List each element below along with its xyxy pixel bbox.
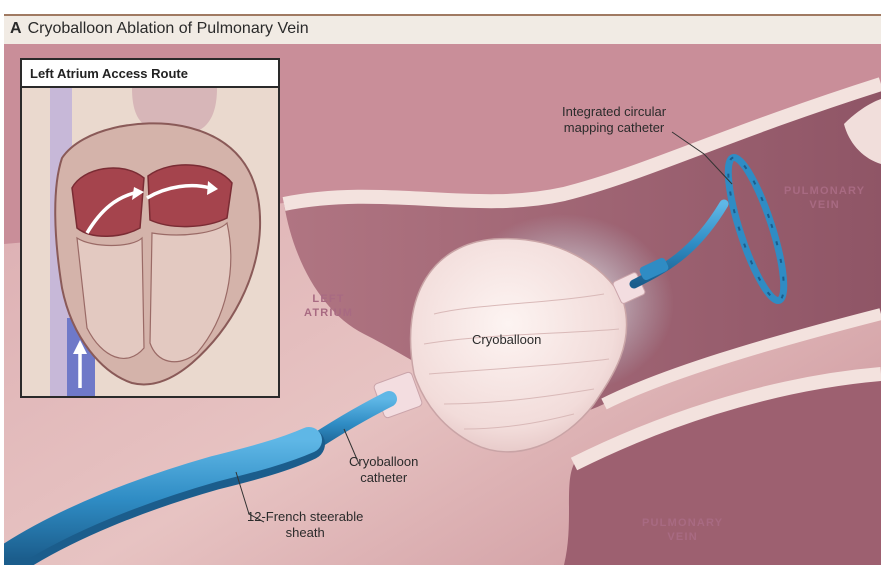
mapping-catheter-line-1: Integrated circular <box>562 104 666 120</box>
inset-title-box: Left Atrium Access Route <box>22 60 278 88</box>
sheath-line-1: 12-French steerable <box>247 509 363 525</box>
left-atrium-line-2: ATRIUM <box>304 306 353 320</box>
panel-letter: A <box>10 20 22 37</box>
pulmonary-vein-upper-label: PULMONARY VEIN <box>784 184 865 212</box>
left-atrium-region-label: LEFT ATRIUM <box>304 292 353 320</box>
sheath-line-2: sheath <box>247 525 363 541</box>
pulmonary-vein-upper-line-2: VEIN <box>784 198 865 212</box>
right-atrium <box>72 168 144 236</box>
access-route-inset: Left Atrium Access Route <box>20 58 280 398</box>
cryoballoon-catheter-label: Cryoballoon catheter <box>349 454 418 486</box>
heart-diagram <box>22 88 278 396</box>
pulmonary-vein-upper-line-1: PULMONARY <box>784 184 865 198</box>
left-atrium <box>148 165 232 227</box>
pulmonary-vein-lower-line-2: VEIN <box>642 530 723 544</box>
cryoballoon-label: Cryoballoon <box>472 332 541 348</box>
mapping-catheter-label: Integrated circular mapping catheter <box>562 104 666 136</box>
cryoballoon-catheter-line-1: Cryoballoon <box>349 454 418 470</box>
pulmonary-vein-lower-label: PULMONARY VEIN <box>642 516 723 544</box>
panel-title-text: Cryoballoon Ablation of Pulmonary Vein <box>28 20 309 37</box>
panel-title: A Cryoballoon Ablation of Pulmonary Vein <box>10 20 309 38</box>
inset-title: Left Atrium Access Route <box>30 66 188 81</box>
left-atrium-line-1: LEFT <box>304 292 353 306</box>
cryoballoon-catheter-line-2: catheter <box>349 470 418 486</box>
sheath-label: 12-French steerable sheath <box>247 509 363 541</box>
pulmonary-vein-lower-line-1: PULMONARY <box>642 516 723 530</box>
panel-title-bar: A Cryoballoon Ablation of Pulmonary Vein <box>4 14 881 44</box>
mapping-catheter-line-2: mapping catheter <box>562 120 666 136</box>
